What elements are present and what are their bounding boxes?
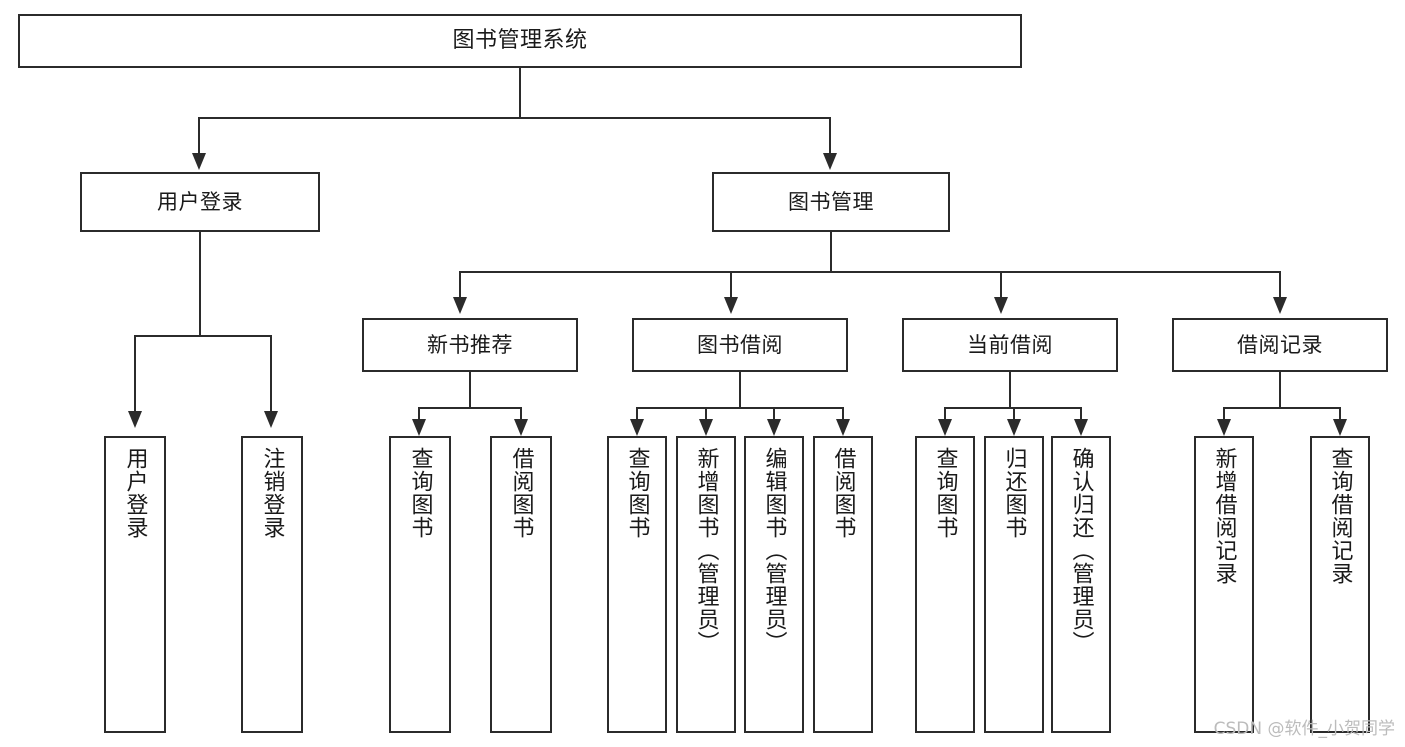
node-label: 编辑图书（管理员） bbox=[761, 447, 787, 654]
connector-drop-current-borrow bbox=[1000, 271, 1002, 299]
connector-user-login-fan bbox=[134, 335, 271, 337]
leaf-cb-return-book[interactable]: 归还图书 bbox=[984, 436, 1044, 733]
connector-drop-new-book bbox=[459, 271, 461, 299]
arrow-new-book bbox=[453, 297, 467, 314]
connector-drop-leaf-br-0 bbox=[1223, 407, 1225, 421]
connector-borrow-record-stem bbox=[1279, 372, 1281, 408]
leaf-bb-borrow-book[interactable]: 借阅图书 bbox=[813, 436, 873, 733]
connector-level2-bar bbox=[198, 117, 831, 119]
leaf-br-add-record[interactable]: 新增借阅记录 bbox=[1194, 436, 1254, 733]
node-label: 用户登录 bbox=[122, 447, 148, 539]
node-root-book-management-system[interactable]: 图书管理系统 bbox=[18, 14, 1022, 68]
arrow-leaf-cb-0 bbox=[938, 419, 952, 436]
node-label: 新书推荐 bbox=[427, 332, 513, 357]
connector-book-management-stem bbox=[830, 232, 832, 272]
connector-drop-leaf-bb-3 bbox=[842, 407, 844, 421]
arrow-leaf-nb-1 bbox=[514, 419, 528, 436]
connector-drop-borrow-record bbox=[1279, 271, 1281, 299]
node-label: 借阅图书 bbox=[508, 447, 534, 539]
connector-drop-leaf-logout bbox=[270, 335, 272, 413]
leaf-new-book-borrow[interactable]: 借阅图书 bbox=[490, 436, 552, 733]
node-user-login[interactable]: 用户登录 bbox=[80, 172, 320, 232]
node-label: 注销登录 bbox=[259, 447, 285, 539]
node-book-management[interactable]: 图书管理 bbox=[712, 172, 950, 232]
node-label: 查询借阅记录 bbox=[1327, 447, 1353, 585]
arrow-leaf-logout bbox=[264, 411, 278, 428]
node-label: 借阅图书 bbox=[830, 447, 856, 539]
arrow-book-management bbox=[823, 153, 837, 170]
connector-drop-leaf-bb-0 bbox=[636, 407, 638, 421]
node-label: 用户登录 bbox=[157, 189, 243, 214]
node-book-borrow[interactable]: 图书借阅 bbox=[632, 318, 848, 372]
arrow-book-borrow bbox=[724, 297, 738, 314]
arrow-leaf-bb-3 bbox=[836, 419, 850, 436]
node-label: 图书管理 bbox=[788, 189, 874, 214]
arrow-leaf-nb-0 bbox=[412, 419, 426, 436]
node-label: 当前借阅 bbox=[967, 332, 1053, 357]
arrow-leaf-br-0 bbox=[1217, 419, 1231, 436]
node-label: 新增借阅记录 bbox=[1211, 447, 1237, 585]
node-label: 借阅记录 bbox=[1237, 332, 1323, 357]
node-label: 新增图书（管理员） bbox=[693, 447, 719, 654]
arrow-leaf-cb-2 bbox=[1074, 419, 1088, 436]
connector-drop-leaf-bb-1 bbox=[705, 407, 707, 421]
arrow-current-borrow bbox=[994, 297, 1008, 314]
arrow-borrow-record bbox=[1273, 297, 1287, 314]
connector-book-borrow-fan bbox=[636, 407, 844, 409]
leaf-logout[interactable]: 注销登录 bbox=[241, 436, 303, 733]
connector-drop-leaf-br-1 bbox=[1339, 407, 1341, 421]
arrow-leaf-bb-2 bbox=[767, 419, 781, 436]
node-borrow-record[interactable]: 借阅记录 bbox=[1172, 318, 1388, 372]
connector-drop-leaf-bb-2 bbox=[773, 407, 775, 421]
node-current-borrow[interactable]: 当前借阅 bbox=[902, 318, 1118, 372]
connector-book-borrow-stem bbox=[739, 372, 741, 408]
connector-drop-leaf-nb-1 bbox=[520, 407, 522, 421]
connector-drop-book-management bbox=[829, 117, 831, 155]
node-label: 查询图书 bbox=[932, 447, 958, 539]
connector-drop-leaf-cb-2 bbox=[1080, 407, 1082, 421]
arrow-leaf-bb-1 bbox=[699, 419, 713, 436]
leaf-user-login[interactable]: 用户登录 bbox=[104, 436, 166, 733]
connector-current-borrow-stem bbox=[1009, 372, 1011, 408]
node-label: 查询图书 bbox=[407, 447, 433, 539]
node-label: 图书借阅 bbox=[697, 332, 783, 357]
connector-drop-leaf-user-login bbox=[134, 335, 136, 413]
arrow-leaf-cb-1 bbox=[1007, 419, 1021, 436]
connector-user-login-stem bbox=[199, 232, 201, 336]
connector-drop-book-borrow bbox=[730, 271, 732, 299]
node-new-book-recommend[interactable]: 新书推荐 bbox=[362, 318, 578, 372]
leaf-bb-add-book[interactable]: 新增图书（管理员） bbox=[676, 436, 736, 733]
connector-drop-leaf-cb-0 bbox=[944, 407, 946, 421]
connector-drop-leaf-nb-0 bbox=[418, 407, 420, 421]
arrow-leaf-bb-0 bbox=[630, 419, 644, 436]
connector-level3-bar bbox=[459, 271, 1281, 273]
node-label: 归还图书 bbox=[1001, 447, 1027, 539]
leaf-bb-edit-book[interactable]: 编辑图书（管理员） bbox=[744, 436, 804, 733]
leaf-cb-query-book[interactable]: 查询图书 bbox=[915, 436, 975, 733]
leaf-bb-query-book[interactable]: 查询图书 bbox=[607, 436, 667, 733]
leaf-cb-confirm-return[interactable]: 确认归还（管理员） bbox=[1051, 436, 1111, 733]
connector-drop-leaf-cb-1 bbox=[1013, 407, 1015, 421]
arrow-leaf-br-1 bbox=[1333, 419, 1347, 436]
node-label: 确认归还（管理员） bbox=[1068, 447, 1094, 654]
leaf-br-query-record[interactable]: 查询借阅记录 bbox=[1310, 436, 1370, 733]
node-label: 查询图书 bbox=[624, 447, 650, 539]
leaf-new-book-query[interactable]: 查询图书 bbox=[389, 436, 451, 733]
csdn-watermark: CSDN @软件_小贺同学 bbox=[1213, 719, 1395, 739]
connector-borrow-record-fan bbox=[1223, 407, 1341, 409]
connector-drop-user-login bbox=[198, 117, 200, 155]
connector-new-book-stem bbox=[469, 372, 471, 408]
arrow-leaf-user-login bbox=[128, 411, 142, 428]
arrow-user-login bbox=[192, 153, 206, 170]
connector-new-book-fan bbox=[418, 407, 522, 409]
connector-root-stem bbox=[519, 68, 521, 118]
node-label: 图书管理系统 bbox=[452, 28, 588, 54]
